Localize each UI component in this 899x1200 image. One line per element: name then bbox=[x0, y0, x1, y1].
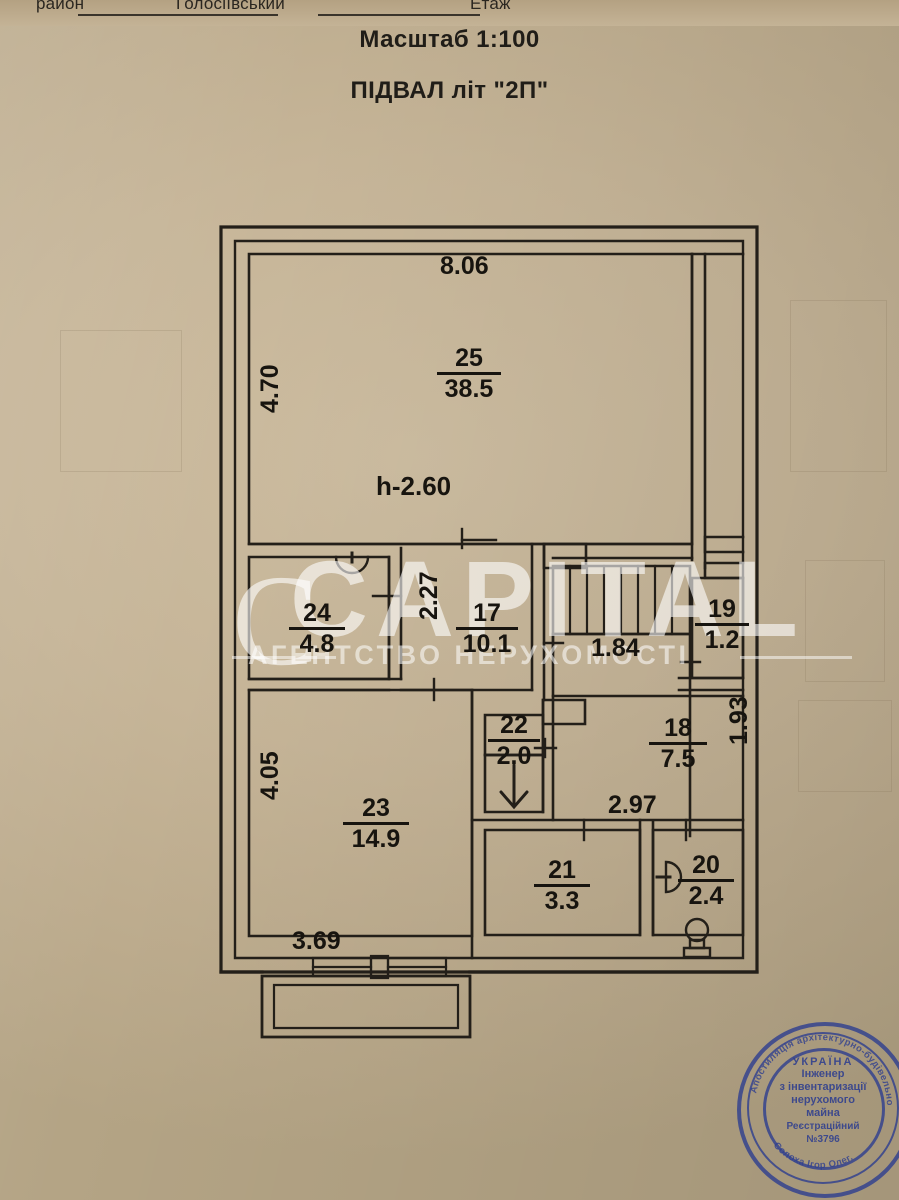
scale-title: Масштаб 1:100 bbox=[359, 26, 540, 53]
room-20-number: 20 bbox=[692, 851, 720, 879]
dimension-left-upper-height: 4.70 bbox=[256, 364, 284, 413]
partition-block-right-of-22 bbox=[543, 700, 585, 724]
stair-landing-outline bbox=[553, 634, 690, 696]
dimension-right-height: 1.93 bbox=[725, 696, 753, 745]
room-20-area: 2.4 bbox=[688, 882, 724, 910]
room-24-area: 4.8 bbox=[299, 630, 335, 658]
sink-icon-room20 bbox=[666, 862, 681, 892]
form-field-value: Голосіївський bbox=[176, 0, 285, 13]
form-header-line: район Голосіївський Етаж bbox=[0, 0, 899, 18]
form-field-right-fragment: Етаж bbox=[470, 0, 511, 13]
entrance-porch-outer bbox=[262, 976, 470, 1037]
room-label-21: 21 3.3 bbox=[531, 857, 593, 915]
room-23-area: 14.9 bbox=[351, 825, 401, 853]
room-17-number: 17 bbox=[473, 599, 501, 627]
dimension-stair-landing-width: 1.84 bbox=[591, 634, 640, 662]
room-22-area: 2.0 bbox=[496, 742, 532, 770]
down-arrow-icon bbox=[501, 765, 527, 807]
room-22-number: 22 bbox=[500, 711, 528, 739]
sink-icon-room24 bbox=[336, 557, 368, 573]
room-label-20: 20 2.4 bbox=[675, 852, 737, 910]
room-label-22: 22 2.0 bbox=[485, 712, 543, 770]
right-alcove-outline bbox=[705, 537, 743, 552]
room-label-24: 24 4.8 bbox=[286, 600, 348, 658]
room-23-number: 23 bbox=[362, 794, 390, 822]
room-label-18: 18 7.5 bbox=[646, 715, 710, 773]
room-18-number: 18 bbox=[664, 714, 692, 742]
dimension-left-lower-height: 4.05 bbox=[256, 751, 284, 800]
room-label-23: 23 14.9 bbox=[340, 795, 412, 853]
room-25-area: 38.5 bbox=[444, 375, 494, 403]
room-label-25: 25 38.5 bbox=[433, 345, 505, 403]
dimension-bottom-width: 3.69 bbox=[292, 927, 341, 955]
form-field-label: район bbox=[36, 0, 85, 13]
dimension-top-width: 8.06 bbox=[440, 252, 489, 280]
staircase-icon bbox=[570, 566, 672, 634]
room-21-area: 3.3 bbox=[544, 887, 580, 915]
room-label-19: 19 1.2 bbox=[693, 596, 751, 654]
room-18-area: 7.5 bbox=[660, 745, 696, 773]
stair-head-block bbox=[544, 544, 586, 568]
entrance-porch-inner bbox=[274, 985, 458, 1028]
room-19-area: 1.2 bbox=[704, 626, 740, 654]
ceiling-height-label: h-2.60 bbox=[376, 471, 452, 501]
room-25-number: 25 bbox=[455, 344, 483, 372]
room-19-number: 19 bbox=[708, 595, 736, 623]
room-21-number: 21 bbox=[548, 856, 576, 884]
room-24-number: 24 bbox=[303, 599, 331, 627]
right-alcove-lower bbox=[705, 563, 743, 578]
plan-title: ПІДВАЛ літ "2П" bbox=[350, 77, 549, 104]
room-label-17: 17 10.1 bbox=[452, 600, 522, 658]
room-17-area: 10.1 bbox=[462, 630, 512, 658]
dimension-corridor-width: 2.27 bbox=[415, 571, 443, 620]
page-top-shadow bbox=[0, 0, 899, 26]
dimension-room18-width: 2.97 bbox=[608, 791, 657, 819]
toilet-icon-room20 bbox=[684, 919, 710, 957]
